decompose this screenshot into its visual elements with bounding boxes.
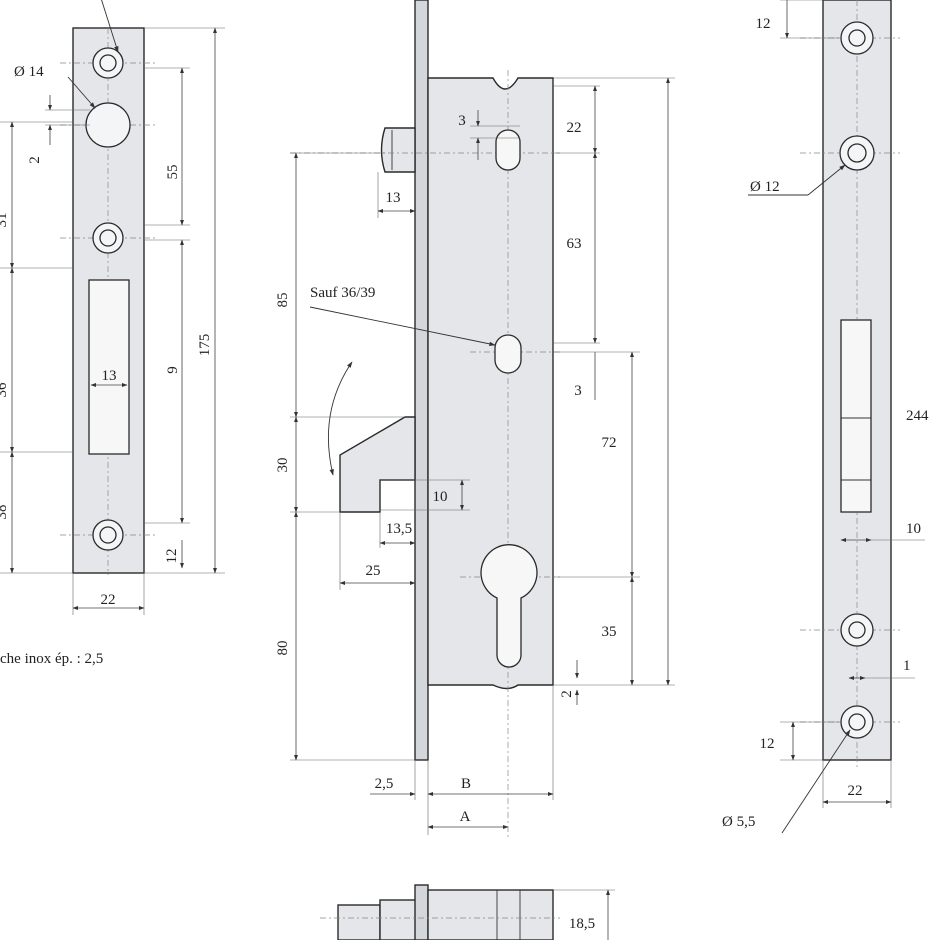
strike-cut-38: 38 — [0, 505, 10, 520]
strike-dim-175: 175 — [197, 334, 213, 357]
strike-dim-13: 13 — [102, 368, 117, 384]
face-dim-22: 22 — [848, 783, 863, 799]
lock-dim-2-5: 2,5 — [375, 776, 394, 792]
lock-dim-3-mid: 3 — [574, 383, 582, 399]
face-hole-dia-label: Ø 12 — [750, 179, 780, 195]
lock-dim-80: 80 — [275, 641, 291, 656]
strike-cut-36: 36 — [0, 382, 10, 398]
strike-latch-slot — [88, 279, 130, 455]
strike-note: che inox ép. : 2,5 — [0, 651, 103, 667]
face-dim-1: 1 — [903, 658, 911, 674]
strike-dim-22: 22 — [101, 592, 116, 608]
lock-dim-10: 10 — [433, 489, 448, 505]
face-screw-dia-label: Ø 5,5 — [722, 814, 755, 830]
lock-body-view: 3 22 13 85 63 Sauf 36/39 3 72 30 10 13,5… — [275, 0, 675, 840]
strike-cut-31: 31 — [0, 213, 10, 228]
lock-dim-2: 2 — [559, 690, 575, 698]
lock-faceplate-edge — [414, 0, 429, 761]
follower-hole-top — [495, 129, 521, 171]
lock-dim-35: 35 — [602, 624, 617, 640]
face-dim-10: 10 — [906, 521, 921, 537]
face-dim-12-bottom: 12 — [760, 736, 775, 752]
lock-dim-30: 30 — [275, 458, 291, 473]
strike-bolt-hole — [85, 102, 131, 148]
deadbolt-stub — [380, 127, 416, 173]
lock-dim-72: 72 — [602, 435, 617, 451]
lock-bottom-view: 18,5 — [320, 884, 615, 940]
lock-sauf-note: Sauf 36/39 — [310, 285, 375, 301]
face-dim-244: 244 — [906, 408, 929, 424]
strike-dim-2: 2 — [27, 156, 43, 164]
lock-dim-B: B — [461, 776, 471, 792]
strike-dim-9: 9 — [165, 366, 181, 374]
face-latch-window — [840, 319, 872, 513]
lock-dim-63: 63 — [567, 236, 582, 252]
lock-dim-22: 22 — [567, 120, 582, 136]
lock-dim-25: 25 — [366, 563, 381, 579]
lock-dim-3-top: 3 — [458, 113, 466, 129]
lock-dim-18-5: 18,5 — [569, 916, 595, 932]
strike-hole-dia-label: Ø 14 — [14, 64, 44, 80]
lock-dim-13: 13 — [386, 190, 401, 206]
cylinder-cutout — [480, 544, 538, 668]
face-dim-12-top: 12 — [756, 16, 771, 32]
lock-dim-13-5: 13,5 — [386, 521, 412, 537]
lock-case — [427, 77, 554, 690]
lock-dim-A: A — [460, 809, 471, 825]
strike-plate-view: Ø 14 2 55 9 175 13 12 22 31 36 38 che in… — [0, 0, 225, 667]
latch-bolt — [339, 416, 416, 513]
strike-dim-12: 12 — [164, 549, 180, 564]
faceplate-view: 12 Ø 12 244 10 1 12 22 Ø 5,5 — [722, 0, 929, 834]
strike-dim-55: 55 — [165, 165, 181, 180]
follower-hole-mid — [494, 334, 522, 374]
lock-dim-85: 85 — [275, 293, 291, 308]
